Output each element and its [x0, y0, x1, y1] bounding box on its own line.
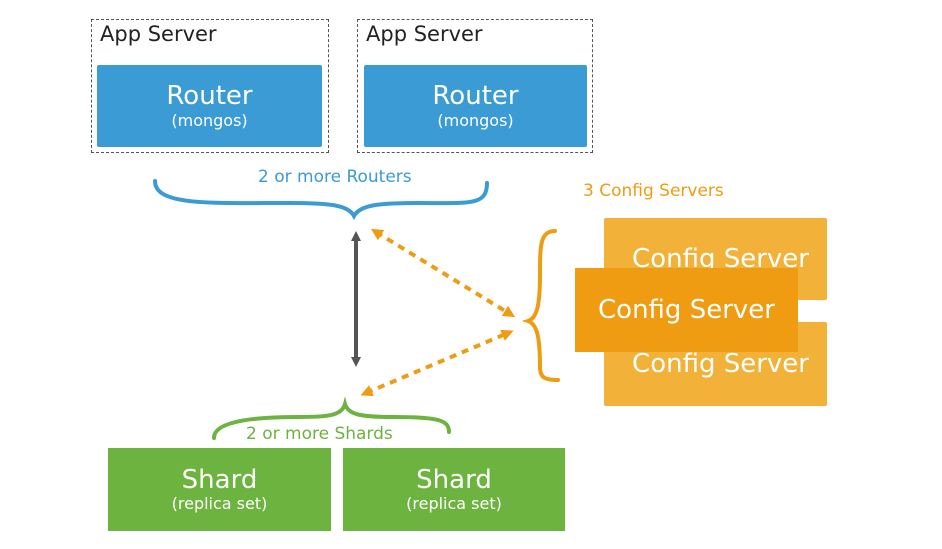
- app-server-1: App Server Router (mongos): [91, 19, 329, 153]
- app-server-2: App Server Router (mongos): [357, 19, 593, 153]
- shards-brace: [212, 396, 451, 440]
- config-server-label: Config Server: [598, 295, 775, 325]
- shard-subtitle: (replica set): [171, 494, 268, 514]
- router-config-arrow: [370, 228, 516, 318]
- shard-config-arrow: [360, 329, 514, 397]
- router-box-2: Router (mongos): [364, 65, 587, 147]
- app-server-label: App Server: [100, 22, 217, 46]
- config-server-front: Config Server: [575, 268, 798, 352]
- routers-brace: [153, 179, 489, 221]
- config-caption: 3 Config Servers: [583, 181, 724, 201]
- routers-caption: 2 or more Routers: [258, 167, 412, 187]
- router-title: Router: [166, 81, 253, 112]
- router-subtitle: (mongos): [437, 110, 514, 130]
- router-box-1: Router (mongos): [97, 65, 322, 147]
- config-brace: [521, 229, 560, 382]
- shard-subtitle: (replica set): [406, 494, 502, 514]
- app-server-label: App Server: [366, 22, 483, 46]
- shard-title: Shard: [181, 464, 258, 495]
- shards-caption: 2 or more Shards: [246, 424, 393, 444]
- config-server-label: Config Server: [632, 349, 809, 379]
- shard-title: Shard: [416, 464, 492, 495]
- router-title: Router: [432, 81, 519, 112]
- shard-box-2: Shard (replica set): [343, 448, 565, 531]
- router-subtitle: (mongos): [171, 110, 248, 130]
- shard-box-1: Shard (replica set): [108, 448, 331, 531]
